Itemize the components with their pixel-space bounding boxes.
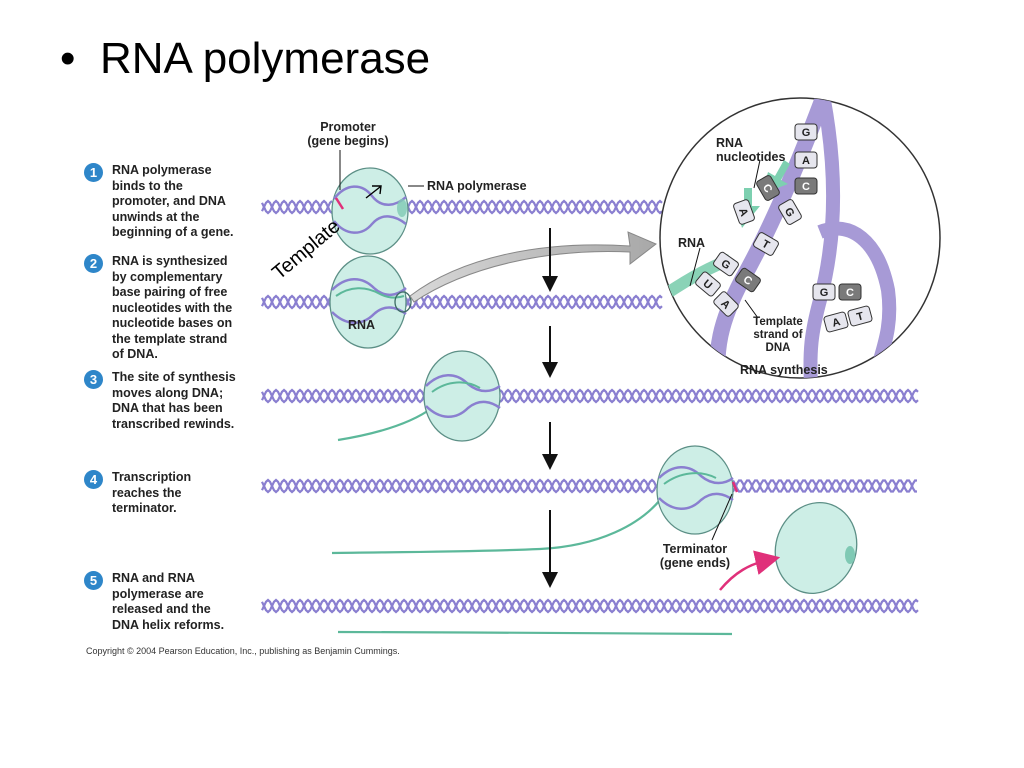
step-2-badge: 2	[84, 254, 103, 273]
dna-strand-5-1-2	[261, 598, 919, 614]
rna-polymerase-step3	[337, 350, 501, 442]
base-tile-c-3: C	[794, 177, 818, 195]
inset-rna-nucleotides-label: RNA nucleotides	[716, 136, 786, 164]
base-tile-a-11: A	[713, 291, 739, 317]
step-3-text: The site of synthesis moves along DNA; D…	[112, 370, 236, 431]
dna-strand-4-2-1	[732, 479, 917, 493]
base-tile-g-1: G	[794, 123, 818, 141]
rna-polymerase-step4	[331, 445, 739, 555]
base-tile-c-13: C	[838, 283, 862, 301]
template-arrow-icon	[365, 185, 382, 199]
slide-title: • RNA polymerase	[60, 34, 430, 84]
released-polymerase	[337, 502, 858, 636]
base-tile-a-6: A	[733, 199, 755, 225]
step-4-badge: 4	[84, 470, 103, 489]
inset-template-leader	[744, 299, 759, 319]
dna-strand-3-2-2	[499, 388, 919, 404]
svg-text:G: G	[802, 127, 811, 139]
step-1-badge: 1	[84, 163, 103, 182]
dna-strand-2-2-1	[405, 294, 663, 310]
step-1-text: RNA polymerase binds to the promoter, an…	[112, 163, 234, 239]
rna-label: RNA	[348, 318, 376, 332]
svg-text:A: A	[802, 155, 810, 167]
step-5-text: RNA and RNA polymerase are released and …	[112, 571, 225, 632]
step-4-text: Transcription reaches the terminator.	[112, 470, 192, 515]
step-3-badge: 3	[84, 370, 103, 389]
bullet-icon: •	[60, 34, 76, 83]
svg-text:A: A	[831, 316, 842, 330]
base-tile-t-15: T	[847, 305, 873, 327]
base-tile-c-4: C	[756, 175, 780, 201]
step-2-text: RNA is synthesized by complementary base…	[112, 254, 233, 361]
rna-polymerase-step2	[329, 255, 412, 349]
dna-strand-2-1-2	[261, 294, 331, 310]
dna-strand-1-1-2	[261, 199, 333, 215]
svg-text:C: C	[802, 181, 810, 193]
svg-text:C: C	[846, 287, 854, 299]
inset-rna-label: RNA	[678, 236, 706, 250]
svg-text:A: A	[736, 207, 750, 219]
base-tile-t-7: T	[753, 232, 779, 256]
base-tile-g-5: G	[778, 199, 802, 225]
copyright-notice: Copyright © 2004 Pearson Education, Inc.…	[86, 646, 400, 656]
dna-strand-4-1-2	[261, 478, 657, 494]
promoter-label: Promoter (gene begins)	[307, 120, 389, 148]
svg-text:G: G	[820, 287, 829, 299]
base-tile-g-12: G	[812, 283, 836, 301]
dna-helices	[261, 199, 919, 614]
dna-strand-4-2-2	[732, 479, 917, 493]
rna-polymerase-step1	[331, 167, 409, 255]
base-tile-u-10: U	[695, 271, 721, 297]
base-tile-a-14: A	[823, 311, 849, 333]
base-tile-a-2: A	[794, 151, 818, 169]
step-5-badge: 5	[84, 571, 103, 590]
base-tile-g-8: G	[713, 251, 739, 277]
dna-strand-1-2-1	[407, 199, 663, 215]
dna-strand-1-2-2	[407, 199, 663, 215]
base-tile-c-9: C	[735, 267, 761, 293]
inset-rna-leader	[689, 247, 701, 287]
dna-strand-3-1-2	[261, 388, 425, 404]
inset-template-label: Template strand of DNA	[753, 316, 803, 354]
terminator-label: Terminator (gene ends)	[659, 542, 731, 570]
inset-caption: RNA synthesis	[740, 363, 828, 377]
rna-polymerase-label: RNA polymerase	[427, 179, 527, 193]
dna-strand-2-2-2	[405, 294, 663, 310]
dna-strand-3-1-1	[261, 388, 425, 404]
zoom-arrow	[409, 231, 657, 303]
svg-text:T: T	[855, 310, 865, 323]
dna-strand-5-1-1	[261, 598, 919, 614]
slide-title-text: RNA polymerase	[100, 34, 431, 83]
